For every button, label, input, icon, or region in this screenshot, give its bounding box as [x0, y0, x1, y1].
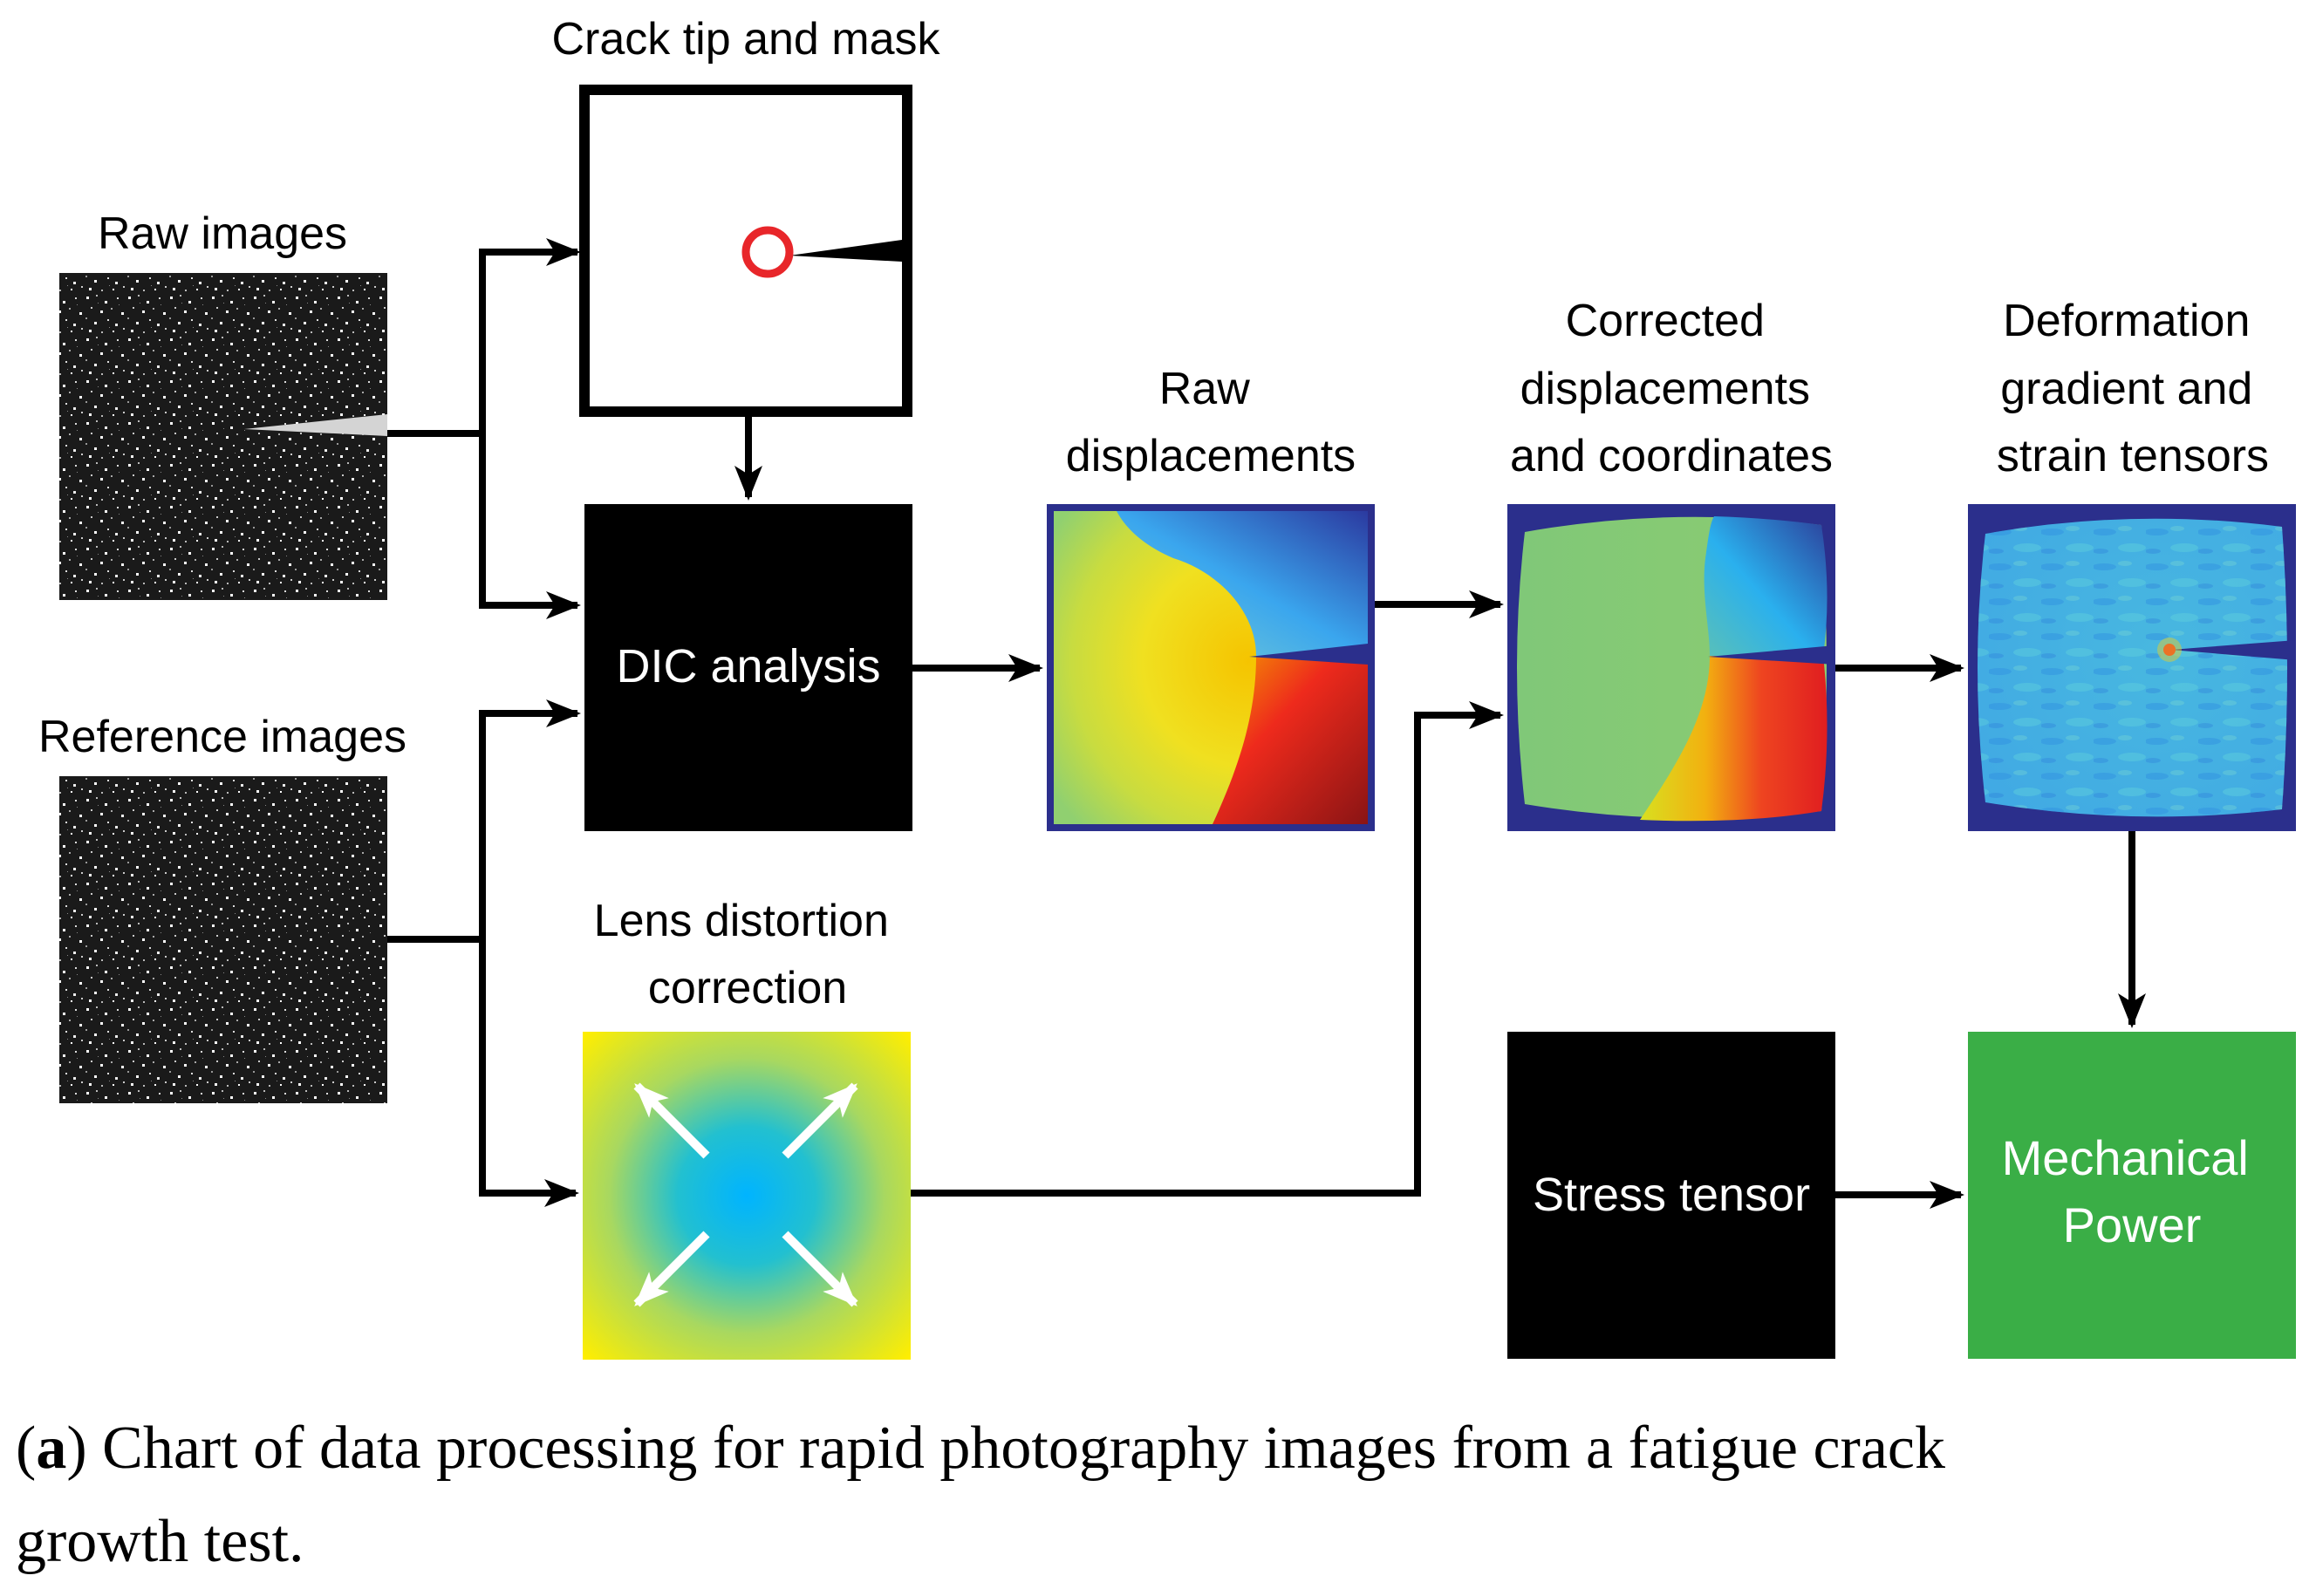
corrected-displacements-title-line3: and coordinates: [1510, 431, 1833, 481]
crack-mask-icon: [789, 240, 902, 262]
arrow-lens-to-corrected: [911, 701, 1504, 1197]
figure-caption: (a) Chart of data processing for rapid p…: [16, 1415, 1960, 1575]
dic-analysis-label: DIC analysis: [616, 640, 880, 692]
corrected-displacements-title-line1: Corrected: [1566, 296, 1765, 346]
caption-tag: a: [36, 1415, 66, 1482]
raw-images-tile: [59, 273, 387, 600]
strain-crack-icon: [2170, 640, 2296, 660]
expansion-arrows-icon: [633, 1082, 858, 1307]
mechanical-power-box: Mechanical Power: [1968, 1032, 2296, 1359]
raw-displacements-title: Raw displacements: [1066, 364, 1356, 481]
crack-tip-mask-tile: [579, 85, 912, 417]
lens-distortion-title: Lens distortion correction: [594, 896, 902, 1013]
crack-tip-marker-icon: [741, 226, 794, 278]
strain-tensor-tile: [1968, 504, 2296, 831]
stress-tensor-box: Stress tensor: [1507, 1032, 1835, 1359]
crack-tip-mask-title: Crack tip and mask: [551, 14, 940, 65]
mechanical-power-label-line1: Mechanical: [2002, 1130, 2249, 1185]
reference-images-tile: [59, 776, 387, 1103]
corrected-displacements-tile: [1507, 504, 1835, 831]
deformation-gradient-title: Deformation gradient and strain tensors: [1997, 296, 2269, 481]
dic-analysis-box: DIC analysis: [584, 504, 912, 831]
arrow-ref-to-lens: [479, 939, 579, 1207]
connector-lines: [387, 238, 2146, 1209]
raw-displacements-title-line2: displacements: [1066, 431, 1356, 481]
deformation-gradient-title-line3: strain tensors: [1997, 431, 2269, 481]
corrected-disp-crack-icon: [1708, 645, 1835, 665]
stress-tensor-label: Stress tensor: [1533, 1169, 1810, 1221]
mechanical-power-label: Mechanical Power: [2002, 1130, 2263, 1252]
caption-line2: growth test.: [16, 1508, 304, 1575]
reference-images-title: Reference images: [38, 712, 406, 762]
deformation-gradient-title-line1: Deformation: [2003, 296, 2250, 346]
arrow-raw-to-crack: [387, 238, 581, 437]
corrected-displacements-title: Corrected displacements and coordinates: [1510, 296, 1833, 481]
arrow-ref-to-dic: [387, 699, 581, 943]
lens-distortion-title-line1: Lens distortion: [594, 896, 889, 946]
lens-distortion-title-line2: correction: [648, 963, 847, 1013]
caption-line1: ) Chart of data processing for rapid pho…: [66, 1415, 1945, 1482]
deformation-gradient-title-line2: gradient and: [2000, 364, 2252, 414]
mechanical-power-label-line2: Power: [2063, 1197, 2202, 1252]
raw-displacements-title-line1: Raw: [1159, 364, 1250, 414]
lens-distortion-tile: [583, 1032, 911, 1360]
corrected-displacements-title-line2: displacements: [1520, 364, 1810, 414]
raw-displacements-tile: [1047, 504, 1375, 831]
crack-notch-icon: [244, 414, 387, 436]
arrow-raw-to-dic: [479, 433, 581, 619]
raw-disp-crack-icon: [1249, 644, 1368, 665]
raw-images-title: Raw images: [98, 208, 347, 259]
strain-hotspot-icon: [2163, 644, 2176, 656]
